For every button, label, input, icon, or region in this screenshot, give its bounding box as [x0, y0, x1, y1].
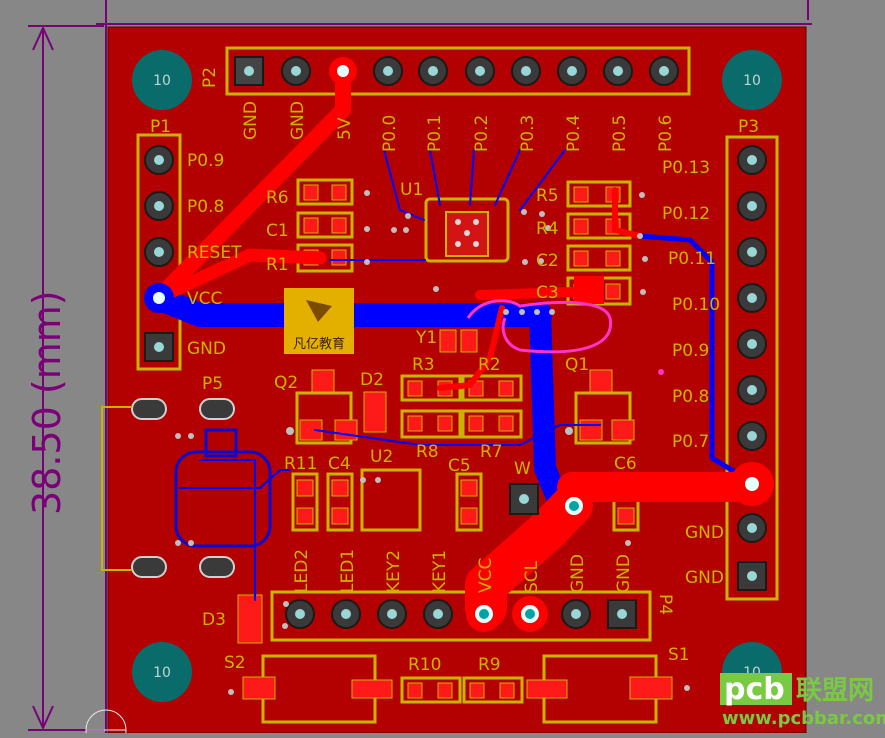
silk-label-headers-p5-designator: P5 [202, 374, 223, 394]
silk-label-components-r7: R7 [480, 442, 503, 462]
p3-pads [730, 145, 774, 591]
silk-label-components-q2: Q2 [274, 373, 298, 393]
silk-label-headers-p1-labels-4: GND [187, 339, 226, 359]
silk-label-headers-p2-pins-5: P0.2 [472, 115, 492, 152]
silk-label-components-r4: R4 [536, 219, 559, 239]
silk-label-components-r5: R5 [536, 186, 559, 206]
silk-label-headers-p3-labels-5: P0.8 [672, 387, 709, 407]
silk-label-headers-p2-pins-9: P0.6 [656, 115, 676, 152]
silk-label-components-q1: Q1 [565, 355, 589, 375]
silk-label-components-r10: R10 [408, 655, 441, 675]
silk-label-headers-p2-pins-4: P0.1 [425, 115, 445, 152]
silk-label-headers-p3-labels-6: P0.7 [672, 432, 709, 452]
silk-label-components-r11: R11 [284, 454, 317, 474]
silk-label-headers-p2-pins-8: P0.5 [610, 115, 630, 152]
silk-label-components-r2: R2 [478, 355, 501, 375]
silk-label-headers-p4-designator: P4 [655, 594, 675, 615]
silk-label-headers-p1-labels-1: P0.8 [187, 197, 224, 217]
silk-label-headers-p3-designator: P3 [738, 117, 759, 137]
silk-label-mount_holes-1: 10 [743, 73, 761, 89]
dimension-text: 38.50 (mm) [25, 290, 69, 515]
silk-label-components-s2: S2 [224, 653, 246, 673]
silk-label-mount_holes-0: 10 [153, 73, 171, 89]
silk-label-watermark-url: www.pcbbar.com [722, 708, 885, 729]
silk-label-watermark-brand: pcb [724, 672, 785, 707]
silk-label-components-u1: U1 [400, 180, 423, 200]
silk-label-headers-p4-pins-0: LED2 [292, 549, 312, 593]
silk-label-components-y1: Y1 [415, 328, 437, 348]
silk-label-mount_holes-2: 10 [153, 665, 171, 681]
company-logo: 凡亿教育 [284, 288, 354, 354]
silk-label-headers-p2-pins-7: P0.4 [564, 115, 584, 152]
silk-label-components-r9: R9 [478, 655, 501, 675]
silk-label-components-c5: C5 [448, 456, 471, 476]
silk-label-components-r6: R6 [266, 188, 289, 208]
dimension-marker: 38.50 (mm) [25, 25, 104, 731]
silk-label-headers-p2-pins-3: P0.0 [380, 115, 400, 152]
silk-label-headers-p3-labels-9: GND [685, 568, 724, 588]
silk-label-components-r1: R1 [266, 255, 289, 275]
silk-label-headers-p2-pins-2: 5V [335, 117, 355, 140]
silk-label-headers-p2-pins-1: GND [288, 101, 308, 140]
silk-label-components-r8: R8 [416, 442, 439, 462]
silk-label-watermark-cn: 联盟网 [796, 676, 874, 706]
silk-label-headers-p4-pins-5: SCL [522, 560, 542, 593]
silk-label-components-r3: R3 [412, 355, 435, 375]
silk-label-components-u2: U2 [370, 447, 393, 467]
p1-outline [136, 133, 182, 371]
silk-label-headers-p2-pins-0: GND [241, 101, 261, 140]
silk-label-headers-p4-pins-7: GND [614, 554, 634, 593]
p3-outline [725, 135, 779, 601]
silk-label-headers-p3-labels-1: P0.12 [662, 204, 710, 224]
p4-outline [270, 590, 652, 642]
silk-label-components-c2: C2 [536, 251, 559, 271]
silk-label-components-s1: S1 [668, 645, 690, 665]
p2-pads [234, 56, 679, 86]
silk-label-headers-p4-pins-1: LED1 [338, 549, 358, 593]
watermark: pcb 联盟网 www.pcbbar.com [720, 672, 885, 729]
silk-label-components-w: W [514, 459, 531, 479]
silk-label-headers-p1-labels-0: P0.9 [187, 151, 224, 171]
silk-label-components-c4: C4 [328, 454, 351, 474]
silk-label-components-c6: C6 [614, 454, 637, 474]
silk-label-headers-p1-designator: P1 [150, 117, 171, 137]
silk-label-logo_text: 凡亿教育 [293, 336, 345, 352]
silk-label-headers-p2-pins-6: P0.3 [518, 115, 538, 152]
p2-outline [225, 46, 691, 96]
p1-pads [144, 145, 174, 362]
silk-label-headers-p4-pins-6: GND [568, 554, 588, 593]
silk-label-headers-p2-designator: P2 [200, 67, 220, 88]
silk-label-components-c3: C3 [536, 283, 559, 303]
silk-label-headers-p3-labels-2: P0.11 [668, 249, 716, 269]
silk-label-components-c1: C1 [266, 221, 289, 241]
silk-label-components-d2: D2 [360, 370, 384, 390]
silk-label-headers-p1-labels-2: RESET [187, 243, 242, 263]
silk-label-components-d3: D3 [202, 610, 226, 630]
silk-label-headers-p4-pins-2: KEY2 [384, 550, 404, 593]
p4-pads [285, 596, 637, 632]
silk-label-headers-p3-labels-0: P0.13 [662, 158, 710, 178]
silk-label-headers-p4-pins-3: KEY1 [430, 550, 450, 593]
silk-label-headers-p1-labels-3: VCC [187, 289, 222, 309]
silk-label-headers-p4-pins-4: VCC [476, 558, 496, 593]
silk-label-headers-p3-labels-4: P0.9 [672, 341, 709, 361]
silk-label-headers-p3-labels-3: P0.10 [672, 295, 720, 315]
silk-label-headers-p3-labels-8: GND [685, 523, 724, 543]
board-substrate [107, 26, 807, 734]
